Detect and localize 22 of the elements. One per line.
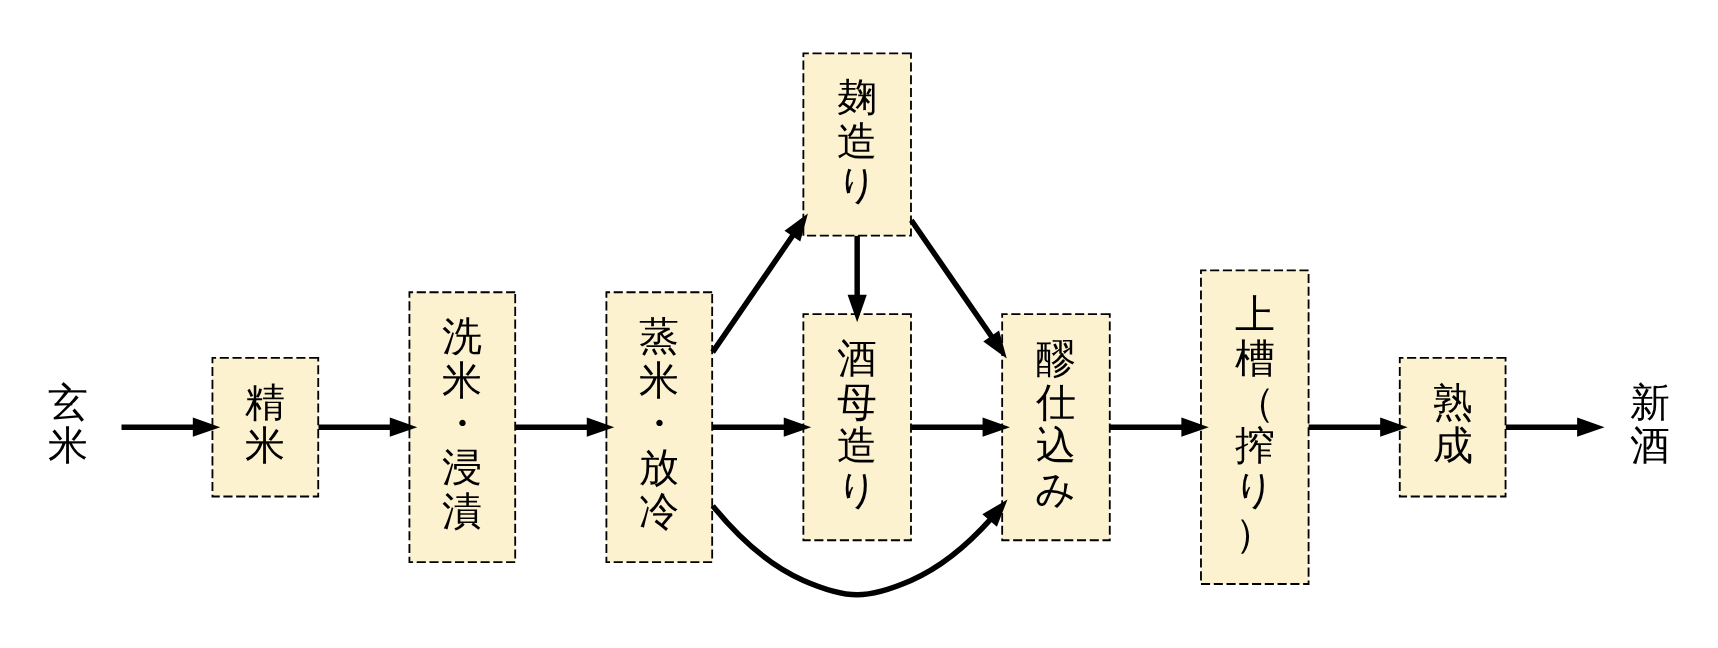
node-box: 酒母造り [802,313,912,542]
arrow [710,499,1008,598]
arrow [318,417,418,437]
node-box: 醪仕込み [1001,313,1111,542]
arrow [1308,417,1408,437]
node-box: 上槽（搾り） [1200,269,1310,585]
arrow [911,417,1010,437]
arrow [1505,417,1605,437]
node-box: 熟成 [1398,356,1507,498]
node-text: 玄米 [48,378,89,469]
arrow [712,417,812,437]
node-box: 精米 [211,356,320,498]
arrow [710,213,808,354]
node-box: 洗米・浸漬 [408,291,517,564]
node-box: 蒸米・放冷 [605,291,714,564]
arrow [909,218,1007,359]
arrow [847,235,867,323]
arrow [515,417,615,437]
node-text: 新酒 [1629,378,1670,469]
arrow [1110,417,1209,437]
node-box: 麹造り [802,52,912,237]
arrow [121,417,221,437]
